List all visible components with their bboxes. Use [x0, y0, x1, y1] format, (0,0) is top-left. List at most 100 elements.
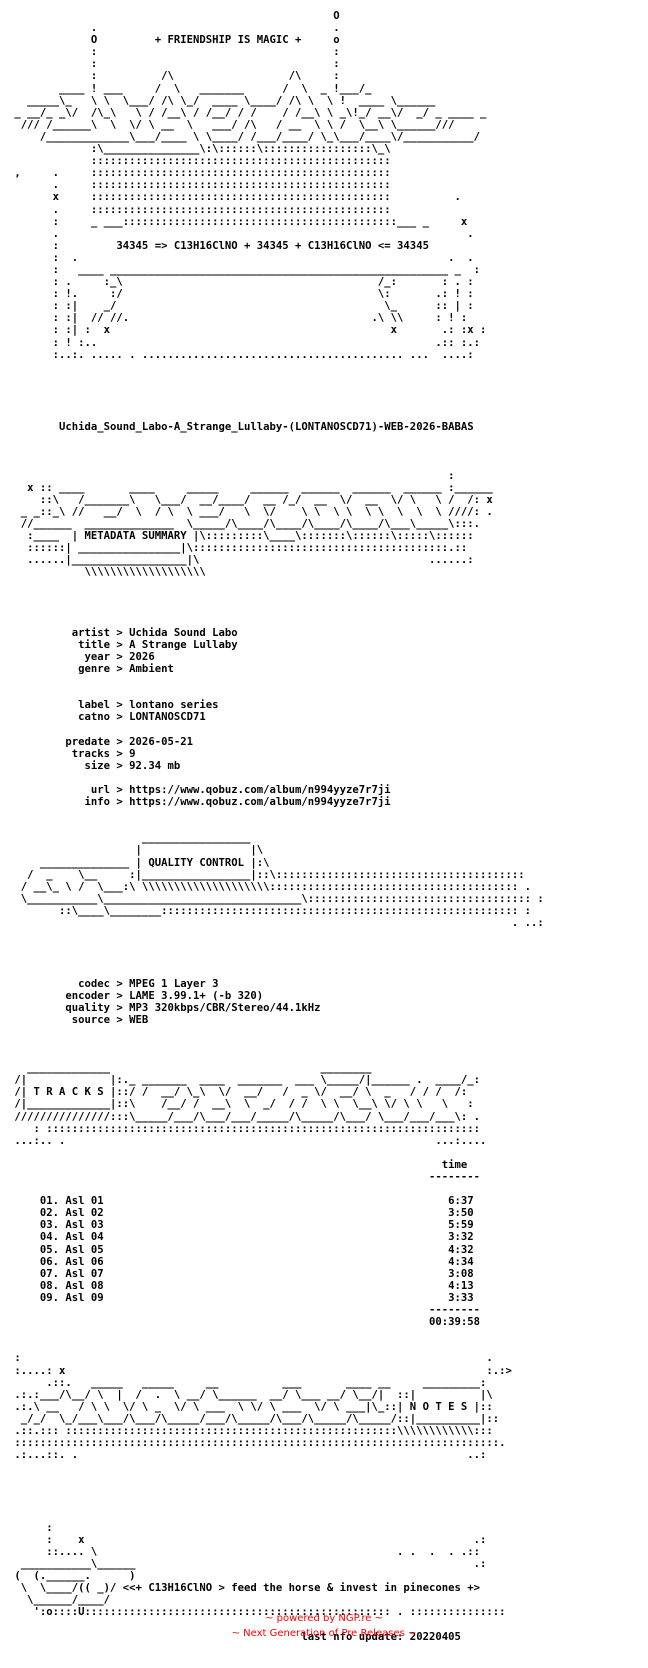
- nfo-line: _/_/ \_/___\___/\___/\_____/___/\_____/\…: [8, 1412, 500, 1425]
- nfo-line: \______/____/: [8, 1594, 111, 1607]
- nfo-line: :....: x :.:>: [8, 1364, 512, 1377]
- nfo-line: ____ ! ___ / \ _______ / \ _ !___/_: [8, 82, 372, 95]
- nfo-line: ...:.. . ...:....: [8, 1134, 487, 1147]
- nfo-line: ::\ /_______\ \___/ __/____/ __ /_/ __ \…: [8, 493, 493, 506]
- nfo-ascii-document: O . . O + FRIENDSHIP IS MAGIC + o : : :: [8, 10, 544, 1643]
- nfo-line: url > https://www.qobuz.com/album/n994yy…: [8, 784, 391, 796]
- nfo-line: /| T R A C K S |::/ / __/ \_\ \/ __/ / _…: [8, 1086, 468, 1099]
- nfo-line: .:.:___/\__/ \ | / . \ __/ \______ __/ \…: [8, 1388, 493, 1401]
- nfo-line: /| |:._ _______ ____ _______ ___ \_____/…: [8, 1074, 480, 1087]
- nfo-line: ::::::::::::::::::::::::::::::::::::::::…: [8, 155, 391, 168]
- nfo-line: size > 92.34 mb: [8, 759, 181, 772]
- nfo-line: :\_______________\:\::::::\:::::::::::::…: [8, 143, 391, 156]
- nfo-line: ::\____\________::::::::::::::::::::::::…: [8, 904, 531, 917]
- nfo-line: : :: [8, 58, 340, 71]
- nfo-line: : :| // //. .\ \\ : ! :: [8, 312, 468, 325]
- nfo-line: : /\ /\ :: [8, 70, 340, 83]
- nfo-line: : x .:: [8, 1533, 487, 1546]
- nfo-line: . ::::::::::::::::::::::::::::::::::::::…: [8, 179, 391, 192]
- nfo-line: 00:39:58: [8, 1316, 480, 1329]
- nfo-line: :: [8, 469, 455, 482]
- nfo-line: x :: ____ ____ _____ ______ ______ _____…: [8, 481, 493, 494]
- nfo-line: .:...::. . ..:: [8, 1449, 487, 1462]
- nfo-line: _____________ ________: [8, 1062, 372, 1075]
- nfo-line: .::.::: ::::::::::::::::::::::::::::::::…: [8, 1424, 493, 1437]
- nfo-line: / __\_ \ / \___:\ \\\\\\\\\\\\\\\\\\\\::…: [8, 880, 531, 893]
- nfo-line: : _ ___:::::::::::::::::::::::::::::::::…: [8, 215, 468, 228]
- nfo-line: ::::::::::::::::::::::::::::::::::::::::…: [8, 1437, 506, 1450]
- nfo-line: /_____________\___/____ \ \____/ /___/__…: [8, 130, 480, 143]
- nfo-line: /|_____________|::\ /__/ / __\ \ _/ / / …: [8, 1098, 474, 1111]
- nfo-line: : :: [8, 46, 340, 59]
- nfo-line: : . :_\ /_: : . :: [8, 276, 474, 289]
- nfo-line: tracks > 9: [8, 747, 136, 760]
- nfo-line: 03. Asl 03 5:59: [8, 1219, 474, 1232]
- nfo-line: \ \____/(( _)/ <<+ C13H16ClNO > feed the…: [8, 1582, 480, 1595]
- nfo-line: . ::::::::::::::::::::::::::::::::::::::…: [8, 203, 391, 216]
- nfo-line: ______________ | QUALITY CONTROL |:\: [8, 856, 270, 869]
- footer-powered-by: ~ powered by NGP.re ~: [265, 1613, 383, 1624]
- nfo-line: info > https://www.qobuz.com/album/n994y…: [8, 796, 391, 809]
- nfo-line: \\\\\\\\\\\\\\\\\\\: [8, 566, 206, 579]
- nfo-line: 06. Asl 06 4:34: [8, 1255, 474, 1268]
- nfo-line: : 34345 => C13H16ClNO + 34345 + C13H16Cl…: [8, 239, 429, 252]
- nfo-line: title > A Strange Lullaby: [8, 638, 238, 651]
- nfo-line: 05. Asl 05 4:32: [8, 1243, 474, 1256]
- nfo-line: ///////////////:::\_____/___/\___/___/__…: [8, 1110, 480, 1123]
- nfo-line: : :| : x x .: :x :: [8, 324, 487, 337]
- nfo-line: 07. Asl 07 3:08: [8, 1267, 474, 1280]
- nfo-line: 08. Asl 08 4:13: [8, 1279, 474, 1292]
- nfo-line: 01. Asl 01 6:37: [8, 1195, 474, 1208]
- nfo-line: , . ::::::::::::::::::::::::::::::::::::…: [8, 167, 391, 180]
- nfo-line: O + FRIENDSHIP IS MAGIC + o: [8, 34, 340, 47]
- nfo-line: source > WEB: [8, 1013, 149, 1026]
- nfo-line: time: [8, 1158, 468, 1171]
- nfo-line: : :| _/ \_ :: | :: [8, 300, 474, 313]
- nfo-line: /// /______\ \ \/ \ __ \ ___/ /\ / __ \ …: [8, 118, 455, 131]
- nfo-line: 02. Asl 02 3:50: [8, 1207, 474, 1220]
- nfo-line: ___________\______ .:: [8, 1558, 487, 1570]
- nfo-line: / _ \__ :|_________________|::\:::::::::…: [8, 868, 525, 881]
- nfo-line: genre > Ambient: [8, 663, 174, 676]
- nfo-line: : ::::::::::::::::::::::::::::::::::::::…: [8, 1122, 480, 1135]
- nfo-line: quality > MP3 320kbps/CBR/Stereo/44.1kHz: [8, 1001, 321, 1014]
- nfo-line: codec > MPEG 1 Layer 3: [8, 977, 219, 990]
- nfo-line: ( (.______. ): [8, 1570, 136, 1583]
- nfo-line: 09. Asl 09 3:33: [8, 1291, 474, 1304]
- nfo-line: _____\_ \ \ \___/ /\ \_/ ____ \____/ /\ …: [8, 94, 436, 107]
- nfo-line: label > lontano series: [8, 699, 219, 712]
- nfo-line: _ _::_\ // __/ \ / \ \ ___/ \ \/ \ \ \ \…: [8, 505, 493, 518]
- nfo-line: ':o::::U::::::::::::::::::::::::::::::::…: [8, 1606, 506, 1619]
- nfo-line: ::::::| ________________|\::::::::::::::…: [8, 542, 468, 555]
- nfo-line: artist > Uchida Sound Labo: [8, 626, 238, 639]
- nfo-line: . .: [8, 227, 474, 240]
- nfo-line: ......|__________________|\ ......:: [8, 554, 474, 567]
- nfo-line: : . . .: [8, 251, 474, 264]
- nfo-line: :____ | METADATA SUMMARY |\:::::::::\___…: [8, 530, 474, 543]
- nfo-line: \___________\___________________________…: [8, 892, 544, 905]
- nfo-line: :..:. ..... . ..........................…: [8, 348, 474, 361]
- nfo-line: //______ ______________ \_____/\____/\__…: [8, 517, 480, 530]
- nfo-line: : ____ _________________________________…: [8, 263, 480, 276]
- nfo-line: :: [8, 1521, 53, 1534]
- nfo-line: --------: [8, 1304, 480, 1317]
- nfo-line: last nfo update: 20220405: [8, 1630, 461, 1643]
- nfo-line: : ! :.. .:: :.:: [8, 336, 480, 349]
- nfo-line: _________________: [8, 832, 251, 845]
- nfo-line: catno > LONTANOSCD71: [8, 711, 206, 724]
- nfo-line: 04. Asl 04 3:32: [8, 1231, 474, 1244]
- nfo-line: --------: [8, 1171, 480, 1183]
- nfo-line: .::. _____ _____ __ ___ ____ __ ________…: [8, 1376, 487, 1389]
- nfo-line: ::.... \ . . . . .::: [8, 1545, 480, 1558]
- nfo-line: : .: [8, 1352, 493, 1365]
- nfo-line: : !. :/ \: .: ! :: [8, 288, 474, 301]
- nfo-line: predate > 2026-05-21: [8, 735, 193, 748]
- nfo-line: encoder > LAME 3.99.1+ (-b 320): [8, 989, 264, 1002]
- nfo-line: Uchida_Sound_Labo-A_Strange_Lullaby-(LON…: [8, 421, 474, 434]
- nfo-line: . .: [8, 22, 340, 35]
- nfo-line: . ..:: [8, 917, 544, 930]
- nfo-line: year > 2026: [8, 650, 155, 663]
- footer-tagline: ~ Next Generation of Pre Releases ~: [231, 1628, 417, 1639]
- nfo-line: O: [8, 10, 340, 22]
- nfo-line: _ __/_ _\/ /\_\ \ / /__\ / /__/ / / / /_…: [8, 106, 487, 119]
